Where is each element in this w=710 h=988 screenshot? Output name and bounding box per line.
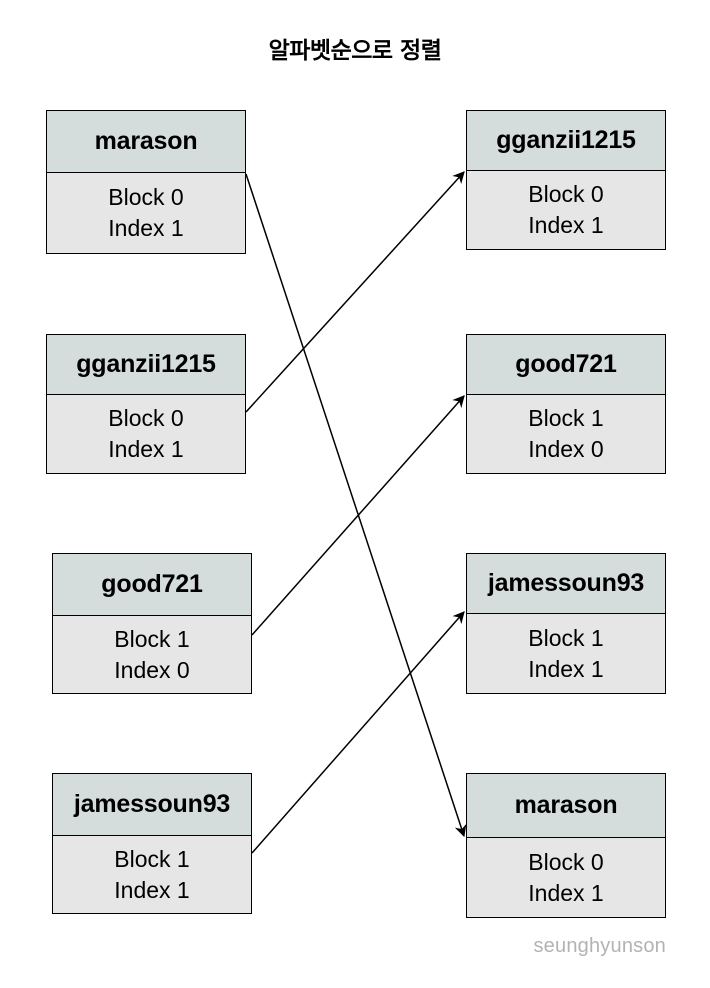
- node-block: Block 1: [114, 845, 190, 872]
- node-block: Block 0: [108, 184, 184, 210]
- diagram-title: 알파벳순으로 정렬: [268, 38, 442, 64]
- left-node-jamessoun93: jamessoun93 Block 1 Index 1: [52, 773, 252, 914]
- node-block: Block 0: [108, 405, 184, 431]
- node-name: jamessoun93: [53, 774, 251, 836]
- node-block: Block 0: [528, 181, 604, 207]
- arrow-gganzii1215: [245, 171, 465, 413]
- node-index: Index 0: [528, 436, 604, 462]
- right-node-gganzii1215: gganzii1215 Block 0 Index 1: [466, 110, 666, 250]
- left-node-good721: good721 Block 1 Index 0: [52, 553, 252, 694]
- node-index: Index 1: [108, 436, 184, 462]
- node-name: marason: [47, 111, 245, 173]
- node-name: jamessoun93: [467, 554, 665, 614]
- left-node-marason: marason Block 0 Index 1: [46, 110, 246, 254]
- node-name: marason: [467, 774, 665, 838]
- node-index: Index 1: [108, 215, 184, 241]
- arrow-marason: [245, 173, 467, 838]
- left-node-gganzii1215: gganzii1215 Block 0 Index 1: [46, 334, 246, 474]
- node-name: gganzii1215: [47, 335, 245, 395]
- arrow-good721: [251, 395, 465, 636]
- right-node-marason: marason Block 0 Index 1: [466, 773, 666, 918]
- node-block: Block 1: [114, 625, 190, 652]
- author-watermark: seunghyunson: [533, 935, 666, 957]
- node-index: Index 1: [528, 212, 604, 238]
- right-node-good721: good721 Block 1 Index 0: [466, 334, 666, 474]
- node-block: Block 0: [528, 848, 604, 875]
- node-index: Index 0: [114, 656, 190, 683]
- arrow-jamessoun93: [251, 611, 465, 854]
- node-block: Block 1: [528, 405, 604, 431]
- node-name: good721: [53, 554, 251, 616]
- node-name: gganzii1215: [467, 111, 665, 171]
- node-block: Block 1: [528, 624, 604, 651]
- node-index: Index 1: [528, 879, 604, 906]
- right-node-jamessoun93: jamessoun93 Block 1 Index 1: [466, 553, 666, 694]
- node-name: good721: [467, 335, 665, 395]
- node-index: Index 1: [528, 655, 604, 682]
- node-index: Index 1: [114, 876, 190, 903]
